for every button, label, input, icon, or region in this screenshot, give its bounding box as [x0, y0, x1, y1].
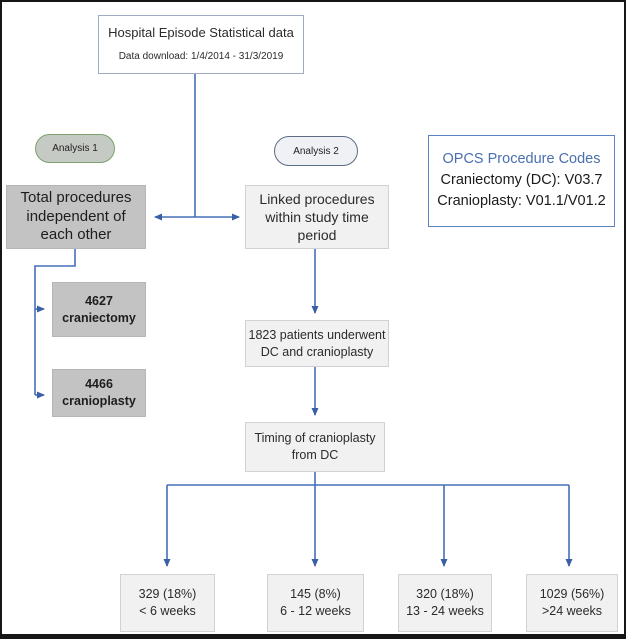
outcome-range: >24 weeks	[541, 604, 603, 618]
cranioplasty-count-box: 4466 cranioplasty	[52, 369, 146, 417]
analysis-2-pill: Analysis 2	[274, 136, 358, 166]
linked-procedures-text: Linked procedures within study time peri…	[259, 190, 375, 244]
outcome-range: 6 - 12 weeks	[280, 604, 351, 618]
timing-box: Timing of cranioplasty from DC	[245, 422, 385, 472]
opcs-codes-box: OPCS Procedure Codes Craniectomy (DC): V…	[428, 135, 615, 227]
outcome-count: 320 (18%)	[416, 586, 474, 601]
cranioplasty-label: cranioplasty	[62, 394, 136, 408]
outcome-count: 329 (18%)	[138, 586, 197, 601]
timing-text: Timing of cranioplasty from DC	[254, 431, 376, 462]
connector-left-branch	[34, 249, 76, 395]
total-procedures-box: Total procedures independent of each oth…	[6, 185, 146, 249]
analysis-1-pill: Analysis 1	[35, 134, 115, 163]
total-procedures-text: Total procedures independent of each oth…	[20, 188, 132, 244]
patients-text: 1823 patients underwent DC and craniopla…	[248, 327, 386, 359]
outcome-box-under-6-weeks: 329 (18%) < 6 weeks	[120, 574, 215, 632]
analysis-1-label: Analysis 1	[52, 143, 98, 154]
outcome-range: < 6 weeks	[139, 604, 196, 618]
cranioplasty-count: 4466	[85, 377, 113, 392]
outcome-box-13-24-weeks: 320 (18%) 13 - 24 weeks	[398, 574, 492, 632]
opcs-cranioplasty-code: Cranioplasty: V01.1/V01.2	[437, 193, 606, 210]
hes-data-box: Hospital Episode Statistical data Data d…	[98, 15, 304, 74]
outcome-count: 1029 (56%)	[539, 586, 605, 601]
opcs-craniectomy-code: Craniectomy (DC): V03.7	[440, 172, 603, 189]
craniectomy-count-box: 4627 craniectomy	[52, 282, 146, 337]
outcome-count: 145 (8%)	[290, 586, 341, 601]
outcome-range: 13 - 24 weeks	[406, 604, 484, 618]
craniectomy-count: 4627	[85, 293, 113, 308]
hes-data-title: Hospital Episode Statistical data	[108, 25, 294, 40]
outcome-box-over-24-weeks: 1029 (56%) >24 weeks	[526, 574, 618, 632]
outcome-box-6-12-weeks: 145 (8%) 6 - 12 weeks	[267, 574, 364, 632]
opcs-title: OPCS Procedure Codes	[442, 151, 601, 167]
hes-data-download-range: Data download: 1/4/2014 - 31/3/2019	[118, 51, 284, 62]
analysis-2-label: Analysis 2	[293, 145, 339, 157]
linked-procedures-box: Linked procedures within study time peri…	[245, 185, 389, 249]
patients-box: 1823 patients underwent DC and craniopla…	[245, 320, 389, 367]
craniectomy-label: craniectomy	[62, 310, 136, 325]
